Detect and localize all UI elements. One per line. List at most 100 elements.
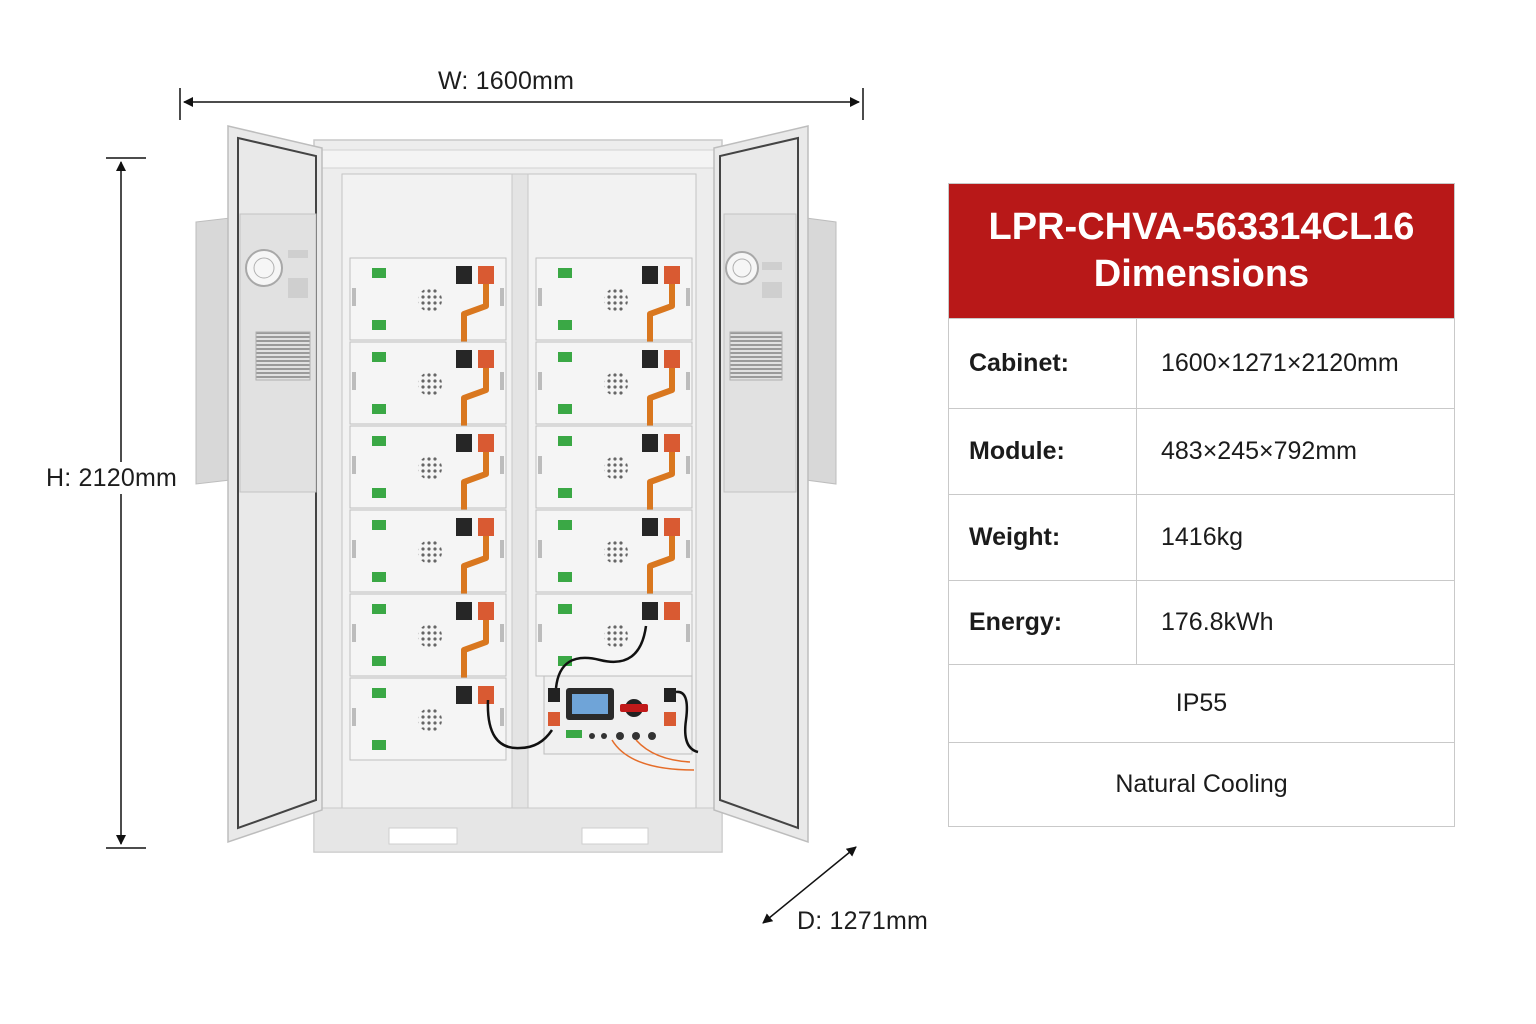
- vent-grille: [604, 456, 628, 480]
- spec-row-module: Module: 483×245×792mm: [949, 408, 1454, 494]
- busbar: [461, 536, 489, 600]
- spec-label: Energy:: [949, 581, 1137, 664]
- comm-port: [372, 688, 386, 698]
- negative-terminal: [642, 434, 658, 452]
- comm-port: [372, 320, 386, 330]
- right-door: [713, 125, 837, 844]
- busbar: [647, 368, 675, 432]
- comm-port: [558, 488, 572, 498]
- model-number: LPR-CHVA-563314CL16: [988, 206, 1415, 248]
- negative-terminal: [456, 518, 472, 536]
- vent-grille: [604, 372, 628, 396]
- negative-terminal: [456, 602, 472, 620]
- vent-grille: [418, 372, 442, 396]
- spec-table-header: LPR-CHVA-563314CL16 Dimensions: [949, 184, 1454, 318]
- handle: [500, 708, 504, 726]
- spec-row-cabinet: Cabinet: 1600×1271×2120mm: [949, 318, 1454, 408]
- handle: [686, 624, 690, 642]
- depth-dimension-line: [762, 846, 857, 924]
- table-title: Dimensions: [1093, 253, 1310, 295]
- busbar: [461, 620, 489, 684]
- negative-terminal: [456, 434, 472, 452]
- spec-value: 1416kg: [1161, 523, 1244, 551]
- comm-port: [558, 604, 572, 614]
- spec-table: LPR-CHVA-563314CL16 Dimensions Cabinet: …: [948, 183, 1455, 827]
- comm-port: [372, 604, 386, 614]
- negative-terminal: [456, 350, 472, 368]
- positive-terminal: [478, 350, 494, 368]
- handle: [500, 540, 504, 558]
- spec-row-cooling: Natural Cooling: [949, 742, 1454, 826]
- spec-label: Module:: [949, 409, 1137, 494]
- busbar: [647, 452, 675, 516]
- handle: [686, 372, 690, 390]
- spec-label: Cabinet:: [949, 319, 1137, 408]
- handle: [352, 372, 356, 390]
- handle: [352, 288, 356, 306]
- positive-terminal: [664, 518, 680, 536]
- vent-grille: [604, 540, 628, 564]
- positive-terminal: [478, 266, 494, 284]
- busbar: [461, 452, 489, 516]
- spec-value: 176.8kWh: [1161, 608, 1274, 636]
- control-box: [486, 625, 699, 771]
- positive-terminal: [664, 350, 680, 368]
- handle: [500, 456, 504, 474]
- vent-grille: [604, 624, 628, 648]
- busbar: [461, 284, 489, 348]
- vent-grille: [418, 456, 442, 480]
- spec-value: 483×245×792mm: [1161, 437, 1357, 465]
- cooling-type: Natural Cooling: [1115, 770, 1288, 798]
- handle: [352, 708, 356, 726]
- negative-terminal: [456, 266, 472, 284]
- positive-terminal: [664, 602, 680, 620]
- positive-terminal: [664, 266, 680, 284]
- spec-row-weight: Weight: 1416kg: [949, 494, 1454, 580]
- busbar: [647, 536, 675, 600]
- negative-terminal: [642, 350, 658, 368]
- height-label: H: 2120mm: [46, 464, 178, 492]
- spec-label: Weight:: [949, 495, 1137, 580]
- handle: [352, 456, 356, 474]
- handle: [352, 540, 356, 558]
- comm-port: [372, 572, 386, 582]
- handle: [500, 372, 504, 390]
- vent-grille: [418, 540, 442, 564]
- negative-terminal: [642, 266, 658, 284]
- negative-terminal: [642, 518, 658, 536]
- comm-port: [372, 488, 386, 498]
- comm-port: [372, 436, 386, 446]
- comm-port: [558, 572, 572, 582]
- spec-row-protection: IP55: [949, 664, 1454, 742]
- handle: [538, 288, 542, 306]
- comm-port: [372, 352, 386, 362]
- handle: [538, 456, 542, 474]
- handle: [686, 540, 690, 558]
- comm-port: [372, 520, 386, 530]
- positive-terminal: [478, 434, 494, 452]
- comm-port: [558, 320, 572, 330]
- protection-rating: IP55: [1175, 689, 1228, 717]
- left-door: [195, 125, 323, 844]
- handle: [538, 624, 542, 642]
- comm-port: [558, 404, 572, 414]
- comm-port: [558, 436, 572, 446]
- handle: [686, 288, 690, 306]
- vent-grille: [418, 708, 442, 732]
- positive-terminal: [478, 518, 494, 536]
- comm-port: [558, 352, 572, 362]
- handle: [538, 540, 542, 558]
- negative-terminal: [456, 686, 472, 704]
- comm-port: [558, 520, 572, 530]
- comm-port: [372, 656, 386, 666]
- negative-terminal: [642, 602, 658, 620]
- comm-port: [372, 268, 386, 278]
- height-dimension-line: [106, 157, 146, 849]
- spec-value: 1600×1271×2120mm: [1161, 349, 1399, 377]
- handle: [500, 624, 504, 642]
- handle: [538, 372, 542, 390]
- positive-terminal: [478, 686, 494, 704]
- vent-grille: [418, 624, 442, 648]
- vent-grille: [418, 288, 442, 312]
